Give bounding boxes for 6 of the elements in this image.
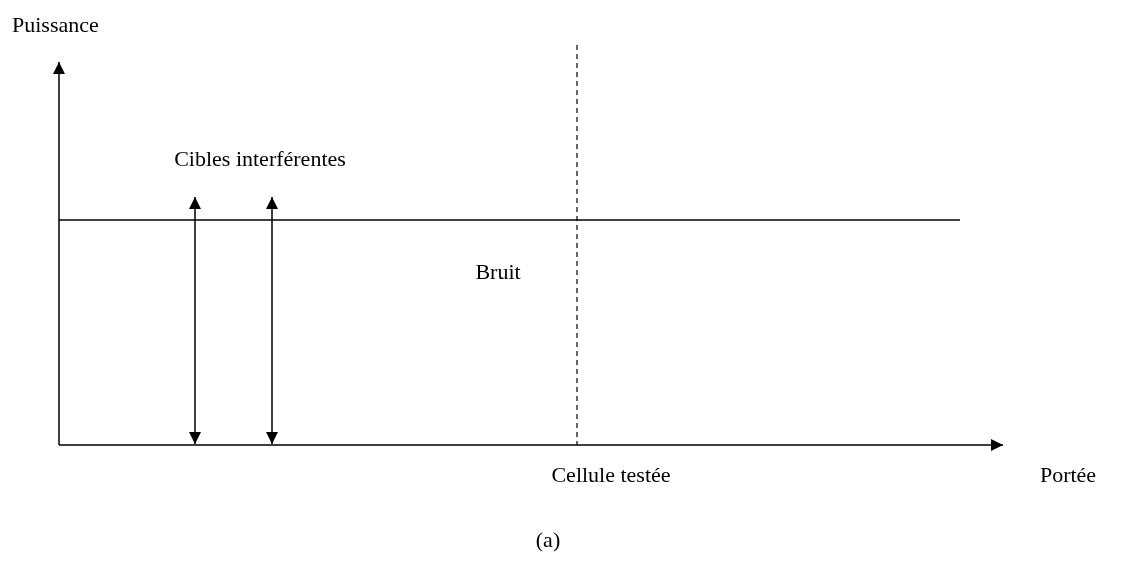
annotation-label: Cibles interférentes xyxy=(174,146,346,172)
axis-label: Puissance xyxy=(12,12,99,38)
caption: (a) xyxy=(535,527,561,553)
region-label: Bruit xyxy=(475,259,521,285)
axis-tick-label: Cellule testée xyxy=(551,462,671,488)
axis-label: Portée xyxy=(1039,462,1097,488)
